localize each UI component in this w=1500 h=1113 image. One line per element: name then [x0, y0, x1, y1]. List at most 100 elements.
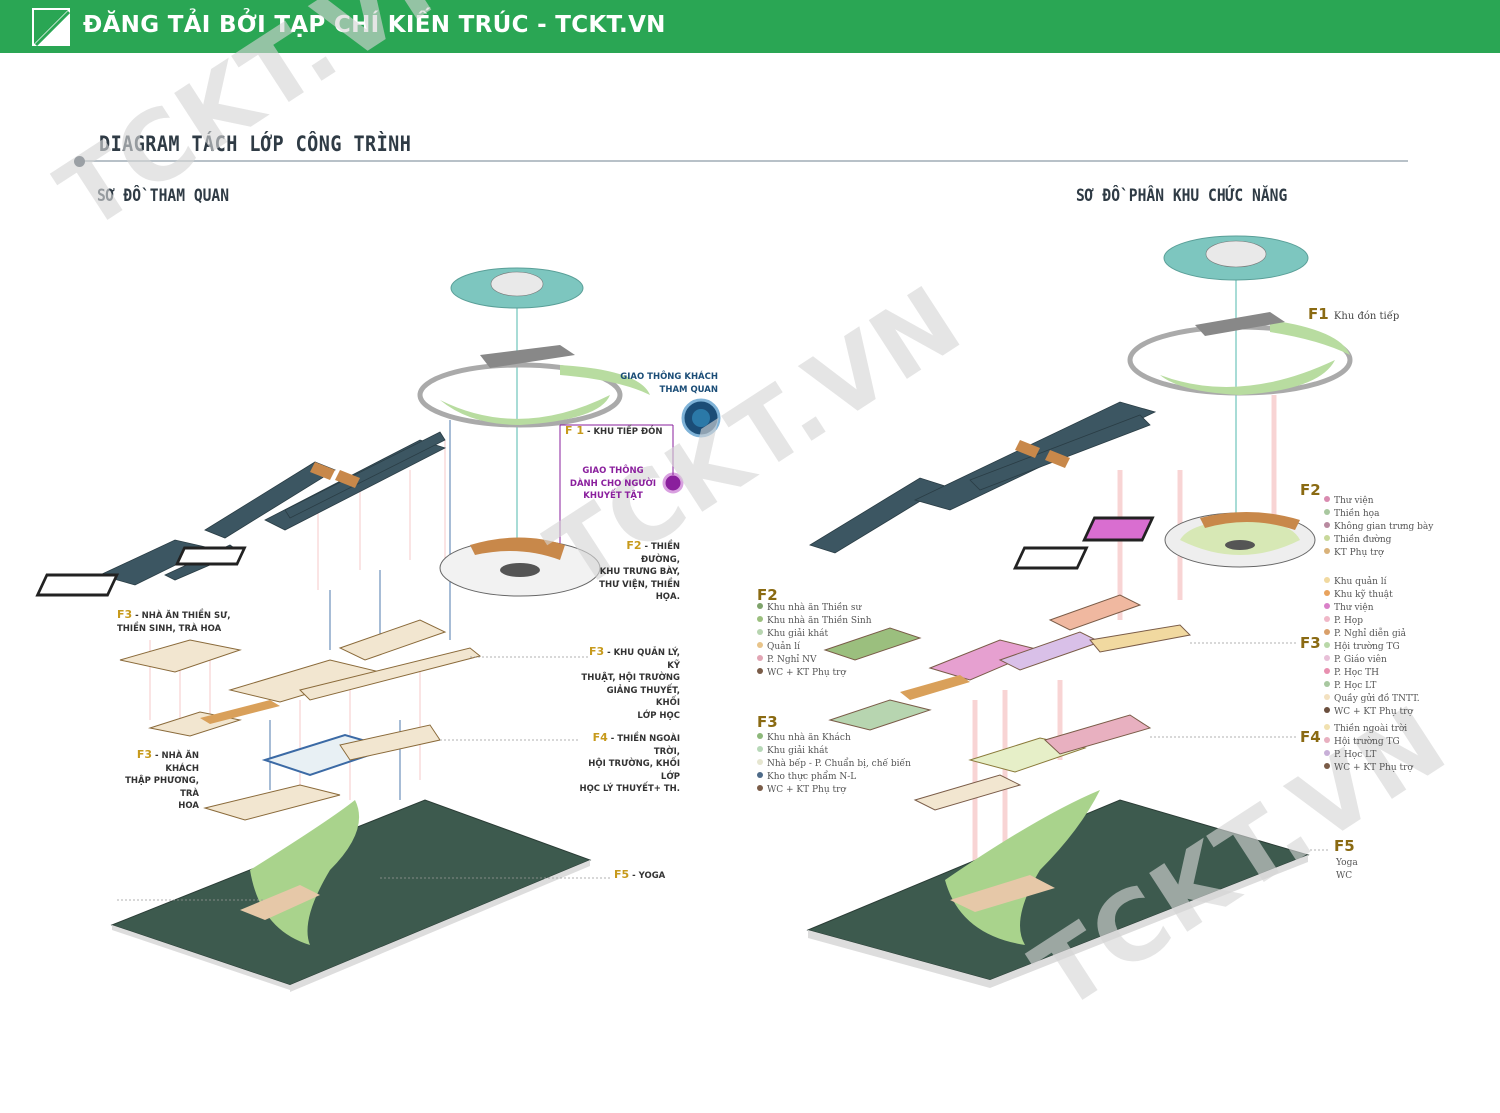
label-line: DÀNH CHO NGƯỜI [569, 478, 657, 489]
header-bar: ĐĂNG TẢI BỞI TẠP CHÍ KIẾN TRÚC - TCKT.VN [0, 0, 1500, 53]
label-line: - NHÀ ĂN THIỀN SƯ, [135, 611, 231, 621]
legend-bullet-icon [757, 616, 763, 622]
section-divider [80, 160, 1408, 162]
label-code: F3 [136, 748, 153, 761]
legend-item-label: Khu nhà ăn Thiền sư [767, 603, 862, 613]
legend-item-label: Kho thực phẩm N-L [767, 772, 857, 782]
label-line: HỌA. [655, 592, 680, 602]
section-title: DIAGRAM TÁCH LỚP CÔNG TRÌNH [99, 132, 412, 156]
left-subtitle: SƠ ĐỒ THAM QUAN [97, 186, 230, 206]
label-code: F3 [588, 645, 605, 658]
label-line: THAM QUAN [659, 384, 718, 395]
legend-item-label: Thiền đường [1334, 535, 1392, 545]
legend-bullet-icon [757, 759, 763, 765]
legend-item-label: WC + KT Phụ trợ [1334, 707, 1413, 717]
label-right-f1: F1 Khu đón tiếp [1308, 305, 1399, 323]
legend-item: Thiền ngoài trời [1324, 723, 1413, 736]
legend-item: Quầy gửi đồ TNTT. [1324, 693, 1420, 706]
label-line: THIỀN SINH, TRÀ HOA [117, 623, 222, 634]
legend-bullet-icon [1324, 694, 1330, 700]
legend-item: Thư viện [1324, 602, 1420, 615]
legend-item: Kho thực phẩm N-L [757, 771, 911, 784]
label-line: THUẬT, HỘI TRƯỜNG [581, 673, 680, 683]
label-code: F5 [614, 868, 630, 881]
legend-item: Nhà bếp - P. Chuẩn bị, chế biến [757, 758, 911, 771]
legend-bullet-icon [1324, 668, 1330, 674]
legend-bullet-icon [757, 746, 763, 752]
label-right-f5-code: F5 [1334, 837, 1355, 855]
label-line: - KHU QUẢN LÝ, KỸ [607, 648, 680, 671]
legend-item: Khu nhà ăn Thiền Sinh [757, 615, 872, 628]
label-line: - NHÀ ĂN KHÁCH [155, 751, 199, 774]
legend-item-label: P. Họp [1334, 616, 1363, 626]
label-code: F4 [592, 731, 608, 744]
legend-item: P. Nghỉ NV [757, 654, 872, 667]
legend-item-label: Thư viện [1334, 496, 1374, 506]
legend-item: P. Học TH [1324, 667, 1420, 680]
legend-item-label: Khu giải khát [767, 746, 829, 756]
label-code: F1 [1308, 305, 1329, 323]
legend-item: Khu quản lí [1324, 576, 1420, 589]
legend-item: Khu kỹ thuật [1324, 589, 1420, 602]
legend-item-label: Nhà bếp - P. Chuẩn bị, chế biến [767, 759, 911, 769]
legend-item-label: P. Nghỉ NV [767, 655, 817, 665]
label-right-f3-code: F3 [1300, 634, 1321, 652]
legend-bullet-icon [1324, 763, 1330, 769]
legend-item-label: Khu kỹ thuật [1334, 590, 1393, 600]
legend-item-label: P. Học LT [1334, 750, 1377, 760]
label-line: HỌC LÝ THUYẾT+ TH. [579, 784, 680, 794]
legend-item-label: Khu nhà ăn Thiền Sinh [767, 616, 872, 626]
legend-item-label: Hội trường TG [1334, 737, 1400, 747]
label-code: F 1 [565, 424, 584, 437]
legend-bullet-icon [1324, 616, 1330, 622]
legend-item-label: P. Nghỉ diễn giả [1334, 629, 1406, 639]
legend-bullet-icon [1324, 522, 1330, 528]
label-right-f4-code: F4 [1300, 728, 1321, 746]
legend-item-label: Quầy gửi đồ TNTT. [1334, 694, 1420, 704]
legend-bullet-icon [1324, 548, 1330, 554]
legend-item: Hội trường TG [1324, 736, 1413, 749]
label-text: Khu đón tiếp [1333, 311, 1400, 322]
legend-item-label: WC + KT Phụ trợ [767, 785, 846, 795]
label-text: - YOGA [632, 871, 666, 881]
legend-bullet-icon [757, 785, 763, 791]
label-line: HOA [178, 801, 199, 811]
legend-item-label: Khu giải khát [767, 629, 829, 639]
divider-dot [74, 156, 85, 167]
legend-item: P. Học LT [1324, 680, 1420, 693]
legend-item-label: P. Giáo viên [1334, 655, 1387, 665]
legend-item: WC + KT Phụ trợ [757, 667, 872, 680]
legend-f2-left: Khu nhà ăn Thiền sư Khu nhà ăn Thiền Sinh… [757, 602, 872, 680]
legend-item: Khu nhà ăn Khách [757, 732, 911, 745]
label-line: GIẢNG THUYẾT, KHỐI [606, 685, 680, 709]
legend-bullet-icon [757, 642, 763, 648]
label-text: - KHU TIẾP ĐÓN [586, 427, 663, 437]
right-subtitle: SƠ ĐỒ PHÂN KHU CHỨC NĂNG [1076, 186, 1288, 206]
legend-item: WC + KT Phụ trợ [757, 784, 911, 797]
label-visitor-circulation: GIAO THÔNG KHÁCH THAM QUAN [608, 371, 718, 396]
legend-item: Khu nhà ăn Thiền sư [757, 602, 872, 615]
right-diagram [806, 235, 1353, 988]
label-code: F2 [626, 539, 642, 552]
label-f4: F4 - THIỀN NGOÀI TRỜI, HỘI TRƯỜNG, KHỐI … [570, 731, 680, 796]
legend-item-label: P. Học TH [1334, 668, 1379, 678]
legend-item: WC + KT Phụ trợ [1324, 762, 1413, 775]
label-line: - THIỀN ĐƯỜNG, [641, 542, 680, 565]
legend-item-label: Khu nhà ăn Khách [767, 733, 851, 743]
label-line: KHUYẾT TẬT [583, 491, 643, 501]
label-line: HỘI TRƯỜNG, KHỐI LỚP [588, 759, 680, 782]
legend-item-label: WC + KT Phụ trợ [1334, 763, 1413, 773]
legend-item-label: Thiền họa [1334, 509, 1380, 519]
legend-bullet-icon [1324, 603, 1330, 609]
legend-item-label: P. Học LT [1334, 681, 1377, 691]
label-f2: F2 - THIỀN ĐƯỜNG, KHU TRƯNG BÀY, THƯ VIỆ… [590, 539, 680, 604]
legend-item: P. Học LT [1324, 749, 1413, 762]
legend-item: Thiền họa [1324, 508, 1433, 521]
legend-item-label: Thư viện [1334, 603, 1374, 613]
legend-item: Quản lí [757, 641, 872, 654]
label-left-f2-code: F2 [757, 586, 778, 604]
legend-bullet-icon [757, 772, 763, 778]
legend-item-label: Khu quản lí [1334, 577, 1387, 587]
